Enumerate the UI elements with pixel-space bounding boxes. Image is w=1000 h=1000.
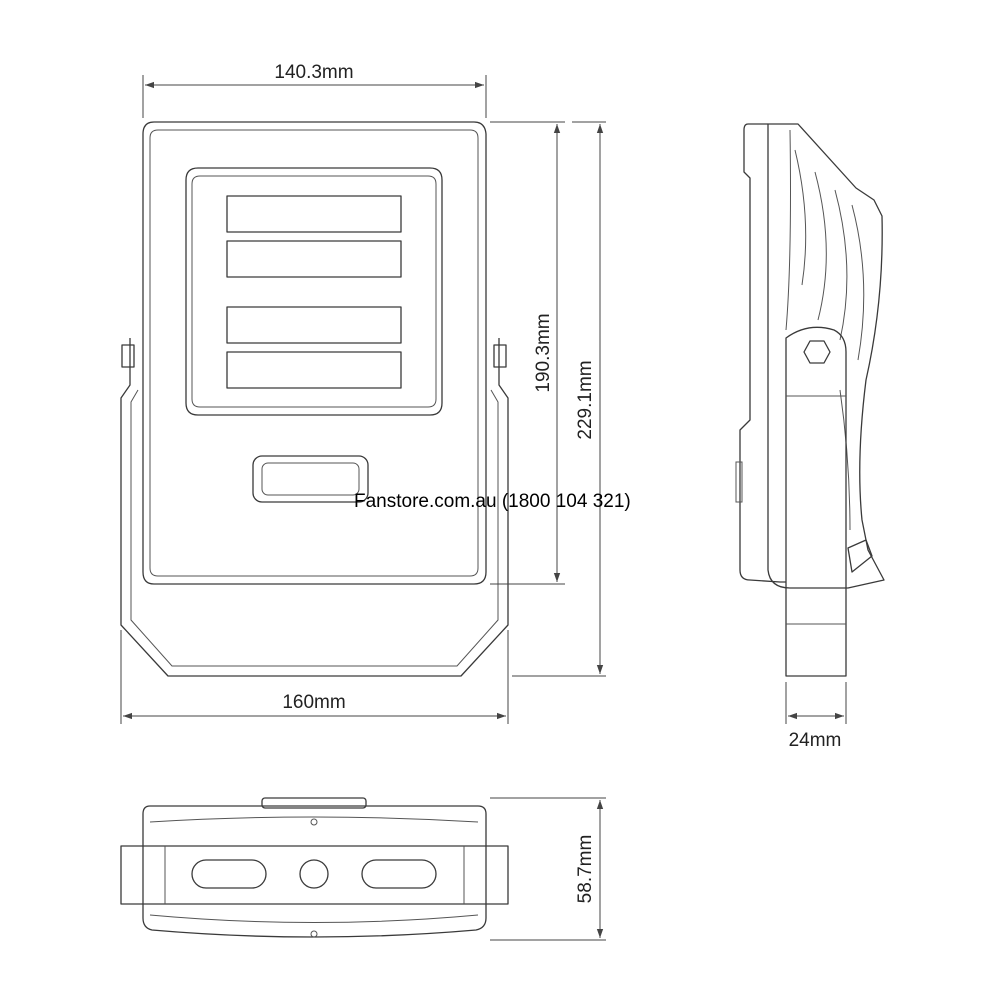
side-housing-back [767, 123, 885, 589]
cooling-fin [794, 149, 807, 286]
mounting-slot [361, 859, 437, 889]
side-view [735, 123, 885, 677]
led-strip [226, 240, 402, 278]
side-bracket-arm [785, 326, 847, 677]
front-width-label: 140.3mm [274, 62, 353, 83]
cooling-fin [834, 189, 848, 341]
left-bracket-bolt [121, 344, 135, 368]
hex-bolt-icon [803, 340, 831, 364]
bottom-depth-dimension: 58.7mm [490, 797, 606, 941]
watermark-text: Fanstore.com.au (1800 104 321) [354, 491, 631, 512]
bottom-view [120, 797, 509, 938]
center-mounting-hole [299, 859, 329, 889]
side-lower-clip [847, 539, 873, 573]
bottom-depth-label: 58.7mm [575, 835, 596, 904]
lens-window [185, 167, 443, 416]
body-height-dimension: 190.3mm [490, 121, 565, 585]
total-height-dimension: 229.1mm [512, 121, 606, 677]
front-view [120, 121, 509, 677]
led-strip [226, 195, 402, 233]
side-bezel [739, 123, 786, 583]
side-depth-label: 24mm [789, 730, 842, 751]
led-strip [226, 306, 402, 344]
mounting-slot [191, 859, 267, 889]
total-height-label: 229.1mm [575, 360, 596, 439]
cooling-fin [851, 204, 865, 361]
badge-plate [252, 455, 369, 503]
led-strip [226, 351, 402, 389]
bottom-bracket-bar [120, 845, 509, 905]
bottom-housing [142, 805, 487, 938]
right-bracket-bolt [493, 344, 507, 368]
front-width-dimension: 140.3mm [142, 62, 487, 118]
cooling-fin [814, 171, 827, 321]
bottom-top-tab [261, 797, 367, 809]
side-depth-dimension: 24mm [785, 682, 847, 751]
front-housing [142, 121, 487, 585]
bracket-width-dimension: 160mm [120, 630, 509, 724]
bracket-width-label: 160mm [282, 692, 345, 713]
front-bracket [120, 338, 509, 677]
body-height-label: 190.3mm [533, 313, 554, 392]
